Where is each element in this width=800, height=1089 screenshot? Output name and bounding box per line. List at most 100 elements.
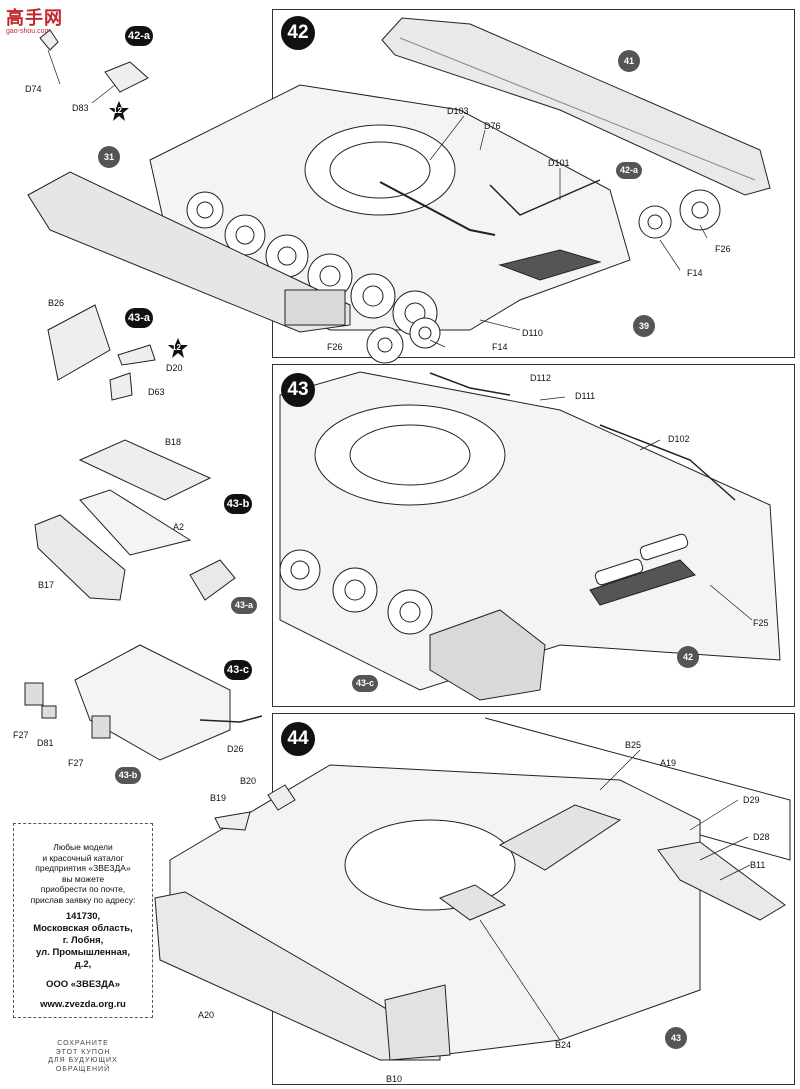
site-logo: 高手网 gao-shou.com <box>6 4 63 35</box>
label-f26-a: F26 <box>715 244 731 254</box>
fender-a20 <box>154 891 441 1061</box>
order-coupon: Любые модели и красочный каталог предпри… <box>13 823 153 1018</box>
fender-b11 <box>657 841 786 921</box>
star-badge-1: 12 <box>108 100 130 122</box>
plate-b25 <box>498 804 622 871</box>
label-d74: D74 <box>25 84 42 94</box>
part-b18 <box>78 439 212 501</box>
ref-31: 31 <box>98 146 120 168</box>
coupon-line-2: и красочный каталог <box>42 852 124 863</box>
label-b18: B18 <box>165 437 182 447</box>
star-icon <box>109 101 129 121</box>
label-d83: D83 <box>72 103 89 113</box>
label-f14-a: F14 <box>687 268 703 278</box>
substep-43b: 43-b <box>224 494 252 514</box>
step-43-number: 43 <box>281 373 315 407</box>
part-b19 <box>214 811 251 831</box>
label-d26: D26 <box>227 744 244 754</box>
part-43a-ref <box>189 559 236 601</box>
handrail-d103 <box>379 181 496 236</box>
box-43c <box>429 609 546 701</box>
label-a2: A2 <box>173 522 185 532</box>
ref-39: 39 <box>633 315 655 337</box>
plate-b24 <box>438 884 507 921</box>
frame-a19 <box>484 717 791 861</box>
label-a20: A20 <box>198 1010 215 1020</box>
keep-coupon-note: СОХРАНИТЕ ЭТОТ КУПОН ДЛЯ БУДУЮЩИХ ОБРАЩЕ… <box>20 1040 146 1074</box>
ref-43: 43 <box>665 1027 687 1049</box>
road-wheels-42 <box>186 191 438 336</box>
keep-line-4: ОБРАЩЕНИЙ <box>55 1065 111 1073</box>
keep-line-3: ДЛЯ БУДУЮЩИХ <box>48 1057 118 1064</box>
box-b10 <box>384 984 451 1061</box>
step-42-number: 42 <box>281 16 315 50</box>
substep-43c: 43-c <box>224 660 252 680</box>
coupon-line-6: прислав заявку по адресу: <box>30 894 136 905</box>
part-d63 <box>109 372 133 401</box>
substep-43a: 43-a <box>125 308 153 328</box>
label-f26-b: F26 <box>327 342 343 352</box>
step-44-number: 44 <box>281 722 315 756</box>
star-number: 12 <box>172 343 181 352</box>
fender-31 <box>27 171 351 333</box>
coupon-line-1: Любые модели <box>53 842 113 852</box>
coupon-line-5: приобрести по почте, <box>40 884 126 894</box>
assembly-43c <box>74 644 231 761</box>
label-d28: D28 <box>753 832 770 842</box>
star-badge-2: 12 <box>167 337 189 359</box>
part-b26 <box>47 304 111 381</box>
label-f25: F25 <box>753 618 769 628</box>
label-b25: B25 <box>625 740 642 750</box>
coupon-line-4: вы можете <box>61 873 105 884</box>
ref-43a: 43-a <box>231 597 257 614</box>
label-d110: D110 <box>522 328 543 338</box>
rail-d102 <box>599 424 736 501</box>
keep-line-1: СОХРАНИТЕ <box>57 1040 109 1047</box>
label-d112: D112 <box>530 373 551 383</box>
star-number: 12 <box>113 106 122 115</box>
keep-line-2: ЭТОТ КУПОН <box>55 1048 111 1056</box>
coupon-line-3: предприятия «ЗВЕЗДА» <box>35 863 131 873</box>
part-b17 <box>34 514 126 601</box>
coupon-website: www.zvezda.org.ru <box>40 999 126 1010</box>
ref-42: 42 <box>677 646 699 668</box>
label-d111: D111 <box>575 391 596 401</box>
ref-43b: 43-b <box>115 767 141 784</box>
part-a2 <box>79 489 192 556</box>
label-d102: D102 <box>668 434 690 444</box>
coupon-address-3: г. Лобня, <box>62 935 104 946</box>
rail-d112 <box>429 372 511 396</box>
star-icon <box>168 338 188 358</box>
engine-grille-39 <box>498 249 602 281</box>
part-d74 <box>39 29 59 51</box>
part-d20 <box>117 344 156 366</box>
road-wheels-43 <box>279 549 433 635</box>
substep-42a: 42-a <box>125 26 153 46</box>
logo-subtext: gao-shou.com <box>6 28 51 35</box>
coupon-address-4: ул. Промышленная, <box>36 947 130 958</box>
label-b10: B10 <box>386 1074 403 1084</box>
label-d81: D81 <box>37 738 54 748</box>
coupon-address-2: Московская область, <box>33 923 133 934</box>
label-b26: B26 <box>48 298 65 308</box>
label-d101: D101 <box>548 158 570 168</box>
label-b24: B24 <box>555 1040 572 1050</box>
coupon-address-1: 141730, <box>65 911 101 922</box>
label-b17: B17 <box>38 580 55 590</box>
label-f14-b: F14 <box>492 342 508 352</box>
label-a19: A19 <box>660 758 677 768</box>
label-d63: D63 <box>148 387 165 397</box>
ref-42a: 42-a <box>616 162 642 179</box>
logo-text: 高手网 <box>6 8 63 28</box>
label-f27-b: F27 <box>68 758 84 768</box>
fender-41 <box>381 17 771 196</box>
ref-43c: 43-c <box>352 675 378 692</box>
coupon-company: ООО «ЗВЕЗДА» <box>45 979 121 990</box>
coupon-address-5: д.2, <box>74 959 92 970</box>
label-f27-a: F27 <box>13 730 29 740</box>
label-d29: D29 <box>743 795 760 805</box>
grille-f25 <box>589 559 696 606</box>
label-b11: B11 <box>750 860 766 870</box>
ref-41: 41 <box>618 50 640 72</box>
